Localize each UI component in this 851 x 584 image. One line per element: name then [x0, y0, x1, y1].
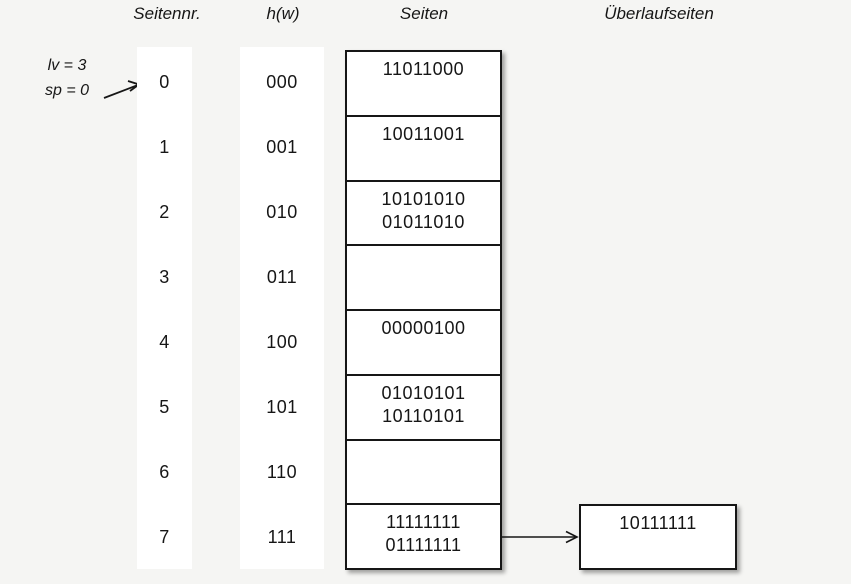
page-bucket-7: 11111111 01111111	[347, 505, 500, 568]
page-number: 1	[159, 137, 170, 157]
hash-value: 011	[266, 267, 298, 287]
page-number: 2	[159, 202, 170, 222]
page-number: 4	[159, 332, 170, 352]
page-number-column-background	[137, 47, 192, 569]
hash-value: 111	[267, 527, 297, 547]
hash-value: 110	[266, 462, 298, 482]
page-bucket-2: 10101010 01011010	[347, 182, 500, 247]
hash-value: 100	[266, 332, 298, 352]
page-entry: 10110101	[382, 405, 465, 426]
level-label: lv = 3	[47, 57, 87, 74]
hash-value: 001	[266, 137, 298, 157]
hash-state-labels: lv = 3 sp = 0	[30, 53, 104, 103]
hash-value: 000	[266, 72, 298, 92]
header-pages: Seiten	[399, 4, 449, 23]
page-bucket-6	[347, 441, 500, 506]
split-pointer-label: sp = 0	[44, 82, 90, 99]
page-entry: 01111111	[385, 535, 462, 556]
overflow-entry: 10111111	[619, 513, 697, 533]
page-entry: 01011010	[382, 211, 465, 232]
page-number-column: 0 1 2 3 4 5 6 7	[137, 50, 192, 570]
page-entry: 10011001	[382, 123, 465, 144]
page-entry: 00000100	[381, 318, 466, 338]
hash-value: 101	[266, 397, 298, 417]
page-bucket-4: 00000100	[347, 311, 500, 376]
page-entry: 11011000	[382, 59, 465, 79]
header-hash-function: h(w)	[266, 4, 300, 23]
page-entry: 01010101	[381, 382, 466, 403]
page-entry: 10101010	[381, 188, 466, 209]
hash-column-background	[240, 47, 324, 569]
page-entry: 11111111	[386, 512, 461, 533]
page-number: 5	[159, 397, 170, 417]
page-number: 7	[159, 527, 170, 547]
page-bucket-3	[347, 246, 500, 311]
page-number: 0	[159, 72, 170, 92]
pages-box: 11011000 10011001 10101010 01011010 0000…	[345, 50, 502, 570]
page-bucket-5: 01010101 10110101	[347, 376, 500, 441]
hash-value: 010	[266, 202, 298, 222]
overflow-page-box: 10111111	[579, 504, 737, 570]
overflow-link-arrow-icon	[502, 530, 579, 544]
header-page-number: Seitennr.	[133, 4, 201, 23]
hash-value-column: 000 001 010 011 100 101 110 111	[240, 50, 324, 570]
header-overflow-pages: Überlaufseiten	[604, 4, 714, 23]
page-bucket-0: 11011000	[347, 52, 500, 117]
page-number: 6	[159, 462, 170, 482]
page-number: 3	[159, 267, 170, 287]
page-bucket-1: 10011001	[347, 117, 500, 182]
